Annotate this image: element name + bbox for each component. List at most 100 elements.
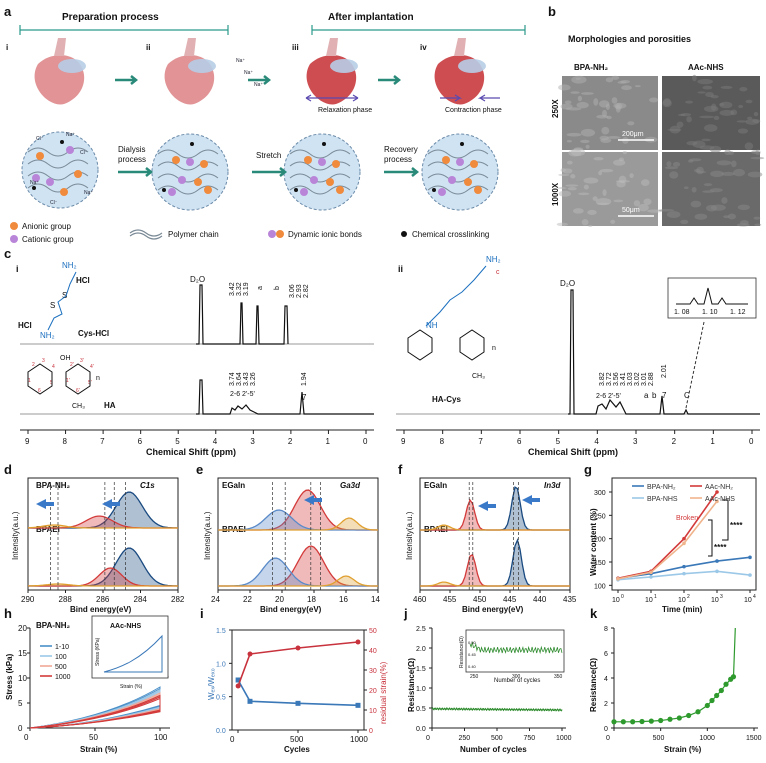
k-point-3 [639, 718, 645, 725]
c-ticklabel-1-0: 0 [749, 437, 754, 446]
i-point-0-3 [355, 702, 361, 708]
structure-circle-4 [421, 133, 499, 211]
sem-grain-1-3 [704, 124, 718, 132]
g-legend-1: AAc-NH₂ [705, 484, 733, 491]
j-inset-xtick-300: 300 [512, 674, 521, 680]
group-4-6 [474, 186, 482, 194]
g-xtickexp-3: 3 [720, 594, 723, 600]
k-yticklabel-8: 8 [604, 626, 608, 633]
i-ylabel-left: Wₑₓ/Wₑₓ₀ [207, 668, 216, 700]
roman-i: i [6, 43, 8, 52]
relaxation-label: Relaxation phase [318, 107, 372, 114]
i-lticklabel-0.5: 0.5 [216, 695, 226, 702]
j-xlabel: Number of cycles [460, 745, 527, 754]
sem-grain-0-10 [593, 98, 599, 106]
group-4-1 [456, 158, 464, 166]
group-4-5 [438, 188, 446, 196]
group-1-4 [60, 188, 68, 196]
j-xticklabel-1000: 1000 [556, 735, 572, 742]
sem-grain-0-18 [580, 128, 596, 137]
panel-b-title: Morphologies and porosities [568, 34, 691, 44]
panel-letter-j: j [403, 606, 408, 621]
g-xticklabel-2: 10 [678, 597, 686, 604]
h-ylabel: Stress (kPa) [5, 653, 14, 700]
sem-grain-0-4 [621, 85, 632, 91]
group-1-1 [66, 146, 74, 154]
eplot-fill-5 [218, 576, 378, 586]
j-series [431, 706, 563, 712]
panel-b-col1: BPA-NH₂ [574, 63, 609, 72]
fplot-curve-0 [420, 486, 570, 531]
j-yticklabel-2.0: 2.0 [416, 646, 426, 653]
arrow-iii-iv [378, 75, 402, 85]
c-i-xlabel: Chemical Shift (ppm) [146, 447, 236, 457]
heart-vessel-4 [454, 38, 466, 56]
sem-grain-1-7 [703, 105, 719, 113]
group-4-2 [470, 160, 478, 168]
j-inset-curve [469, 642, 563, 655]
j-yticklabel-1.5: 1.5 [416, 666, 426, 673]
heart-illustrations [34, 38, 500, 105]
j-yticklabel-0.0: 0.0 [416, 726, 426, 733]
panel-letter-h: h [4, 606, 12, 621]
j-inset-xlabel: Number of cycles [494, 678, 540, 684]
panel-letter-g: g [584, 462, 592, 477]
i-rticklabel-40: 40 [369, 648, 377, 655]
sem-grain-2-35 [622, 151, 627, 155]
i-lticklabel-1.5: 1.5 [216, 628, 226, 635]
i-point-0-1 [247, 698, 253, 704]
peak-hacys-a: a [644, 391, 649, 400]
eplot-ticklabel-14: 14 [371, 595, 380, 604]
h-inset-ylabel: Stress (KPa) [95, 637, 101, 666]
sem-grain-1-36 [662, 98, 672, 106]
panel-letter-i: i [200, 606, 204, 621]
ha-num-2: 4 [52, 364, 55, 370]
chain-3-2 [289, 173, 351, 183]
contraction-arrow [440, 94, 500, 102]
k-xticklabel-1500: 1500 [746, 735, 762, 742]
sem-grain-3-17 [691, 186, 697, 193]
cys-hcl-label: Cys-HCl [78, 329, 109, 338]
k-xticklabel-500: 500 [653, 735, 665, 742]
sem-grain-3-39 [750, 156, 765, 160]
range-hacys: 2-6 2'-5' [596, 393, 621, 400]
g-xtickexp-2: 2 [687, 594, 690, 600]
panel-h: h Stress (kPa) Strain (%) BPA-NH₂ 051015… [4, 606, 170, 754]
group-3-4 [326, 178, 334, 186]
c-ticklabel-0-2: 2 [288, 437, 293, 446]
sem-grain-2-32 [581, 219, 589, 226]
sem-grain-0-31 [564, 100, 572, 105]
peak-cys-0: 3.42 [229, 282, 236, 296]
sem-grain-0-11 [580, 139, 590, 144]
sem-grain-3-27 [733, 168, 745, 177]
sem-grain-2-30 [593, 156, 604, 161]
h-inset-curve [103, 634, 163, 673]
i-rticklabel-30: 30 [369, 668, 377, 675]
c-ticklabel-0-7: 7 [100, 437, 105, 446]
group-3-3 [310, 176, 318, 184]
d2o-label-i: D₂O [190, 275, 205, 284]
g-point-1-2 [682, 536, 686, 541]
group-1-2 [74, 170, 82, 178]
group-2-2 [200, 160, 208, 168]
g-xtickexp-1: 1 [654, 594, 657, 600]
cys-structure [47, 271, 77, 331]
g-bracket-2 [708, 519, 713, 557]
peak-cys-2: 3.19 [243, 282, 250, 296]
k-yticklabel-4: 4 [604, 676, 608, 683]
i-series-0 [237, 679, 359, 707]
dplot-fill-3 [28, 548, 178, 586]
g-point-2-4 [748, 573, 752, 577]
c-ticklabel-1-2: 2 [672, 437, 677, 446]
sem-grain-3-11 [658, 208, 675, 212]
c-ticklabel-1-1: 1 [710, 437, 715, 446]
heart-patch-1 [58, 59, 86, 73]
g-point-3-1 [649, 570, 653, 575]
hacys-spectrum [568, 289, 760, 415]
dplot-curve-5 [28, 583, 178, 587]
ion-out-0: Na⁺ [244, 70, 253, 76]
fplot-fill-4 [420, 554, 570, 586]
sem-grain-1-21 [710, 94, 719, 99]
sem-grain-3-9 [710, 170, 724, 178]
sem-grain-3-18 [739, 220, 749, 226]
